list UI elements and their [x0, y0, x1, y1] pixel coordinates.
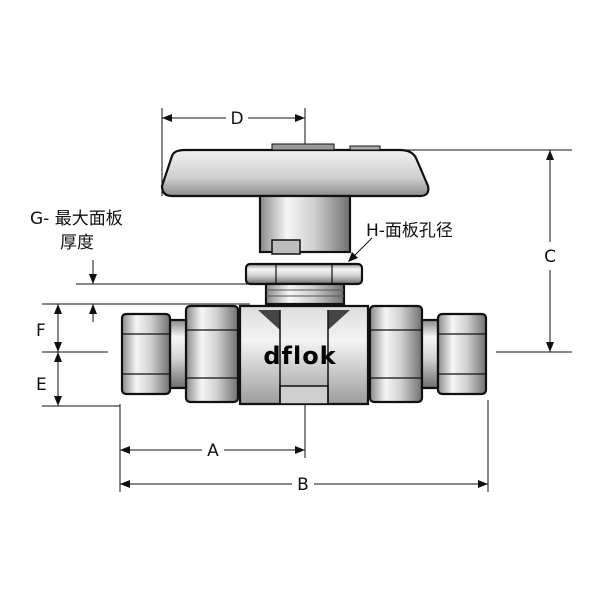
right-fittings	[368, 304, 488, 404]
brand-logo-text: dflok	[263, 342, 336, 370]
left-fittings	[120, 304, 240, 404]
label-g-line2: 厚度	[60, 233, 94, 253]
label-e: E	[36, 375, 47, 395]
label-b: B	[297, 475, 309, 495]
handle	[160, 143, 430, 198]
panel-nut	[244, 262, 364, 306]
stem	[258, 194, 352, 255]
label-f: F	[36, 321, 46, 341]
label-c: C	[544, 247, 556, 267]
label-g-line1: G- 最大面板	[30, 209, 123, 229]
valve-body: dflok	[238, 304, 370, 406]
label-h: H-面板孔径	[366, 221, 453, 241]
label-d: D	[230, 109, 243, 129]
dimension-labels: D C G- 最大面板 厚度 H-面板孔径 F E A B	[30, 109, 556, 495]
dimension-lines	[42, 108, 572, 492]
label-a: A	[207, 441, 219, 461]
